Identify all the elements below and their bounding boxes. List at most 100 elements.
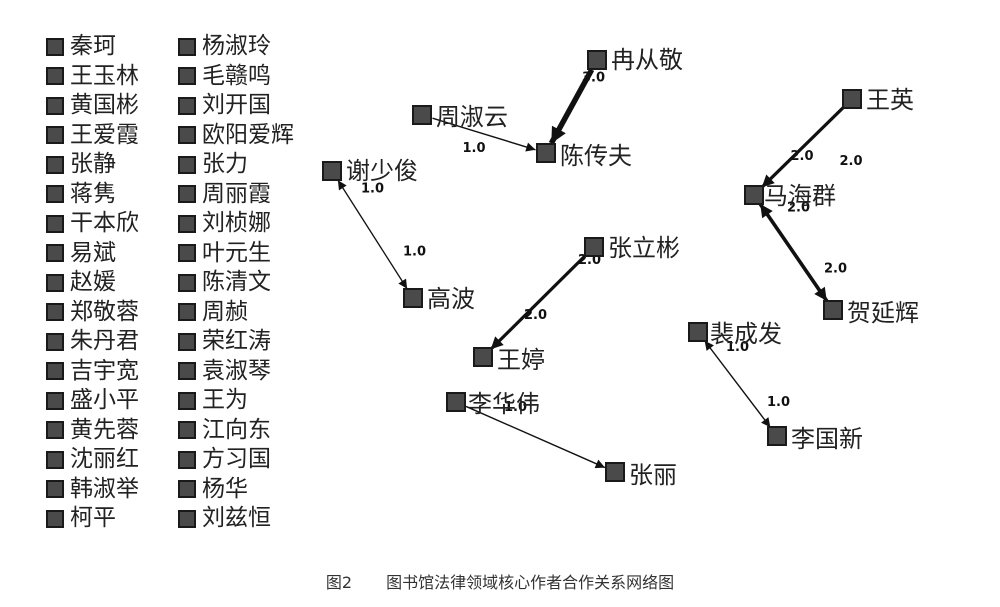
isolated-author-node: 江向东 (178, 416, 318, 446)
edge-ma-he: 2.02.0 (758, 201, 847, 302)
node-square-icon (403, 288, 423, 308)
author-node-chen: 陈传夫 (536, 142, 632, 170)
edge-ran-chen: 3.0 (548, 68, 605, 145)
edge-zhangli-wangting: 2.02.0 (489, 253, 601, 351)
node-square-icon (178, 155, 196, 174)
author-node-label: 裴成发 (710, 320, 782, 348)
node-square-icon (178, 391, 196, 410)
node-square-icon (178, 96, 196, 115)
author-node-label: 王英 (866, 86, 914, 114)
author-node-ligx: 李国新 (767, 425, 863, 453)
isolated-author-label: 袁淑琴 (202, 357, 271, 384)
arrowhead (551, 125, 566, 144)
isolated-author-node: 杨淑玲 (178, 32, 318, 62)
edge-li-zhangl2: 1.0 (465, 400, 606, 469)
edge-pei-ligx: 1.0 1.0 (704, 340, 790, 428)
edge-weight-label: 2.0 (524, 308, 547, 323)
author-node-label: 周淑云 (436, 103, 508, 131)
node-square-icon (178, 273, 196, 292)
isolated-author-label: 王为 (202, 387, 248, 414)
author-node-wangying: 王英 (842, 86, 914, 114)
isolated-author-label: 柯平 (70, 505, 116, 532)
isolated-author-node: 周赪 (178, 298, 318, 328)
author-node-zhangli: 张立彬 (584, 234, 680, 262)
node-square-icon (605, 462, 625, 482)
node-square-icon (178, 244, 196, 263)
node-square-icon (46, 214, 64, 233)
edge-line (337, 179, 408, 290)
node-square-icon (46, 391, 64, 410)
author-node-gao: 高波 (403, 285, 475, 313)
edge-weight-label: 2.0 (790, 149, 813, 164)
node-square-icon (446, 392, 466, 412)
edge-weight-label: 1.0 (403, 245, 426, 260)
node-square-icon (46, 185, 64, 204)
isolated-author-label: 刘兹恒 (202, 505, 271, 532)
author-node-label: 李国新 (791, 425, 863, 453)
isolated-author-node: 毛赣鸣 (178, 62, 318, 92)
isolated-author-label: 郑敬蓉 (70, 298, 139, 325)
isolated-author-node: 易斌 (46, 239, 186, 269)
isolated-author-label: 黄国彬 (70, 92, 139, 119)
arrowhead (525, 142, 536, 152)
isolated-author-node: 刘兹恒 (178, 504, 318, 534)
author-node-label: 冉从敬 (611, 46, 683, 74)
isolated-author-node: 柯平 (46, 504, 186, 534)
isolated-author-node: 叶元生 (178, 239, 318, 269)
isolated-author-label: 吉宇宽 (70, 357, 139, 384)
isolated-author-node: 王爱霞 (46, 121, 186, 151)
isolated-author-label: 蒋隽 (70, 180, 116, 207)
isolated-author-label: 干本欣 (70, 210, 139, 237)
author-node-label: 张立彬 (608, 234, 680, 262)
author-node-label: 贺延辉 (847, 299, 919, 327)
isolated-author-node: 赵媛 (46, 268, 186, 298)
author-node-label: 李华伟 (468, 390, 540, 418)
node-square-icon (46, 155, 64, 174)
edge-weight-label: 1.0 (767, 395, 790, 410)
edge-line (465, 405, 606, 469)
isolated-author-label: 王爱霞 (70, 121, 139, 148)
isolated-author-label: 张静 (70, 151, 116, 178)
node-square-icon (46, 303, 64, 322)
isolated-author-node: 刘桢娜 (178, 209, 318, 239)
node-square-icon (842, 89, 862, 109)
isolated-author-node: 袁淑琴 (178, 357, 318, 387)
isolated-author-label: 朱丹君 (70, 328, 139, 355)
node-square-icon (536, 143, 556, 163)
isolated-author-label: 荣红涛 (202, 328, 271, 355)
node-square-icon (473, 347, 493, 367)
edge-xie-gao: 1.01.0 (337, 179, 426, 290)
isolated-author-node: 张静 (46, 150, 186, 180)
node-square-icon (178, 214, 196, 233)
isolated-author-node: 吉宇宽 (46, 357, 186, 387)
arrowhead (337, 180, 347, 191)
arrowhead (398, 278, 408, 289)
node-square-icon (178, 509, 196, 528)
node-square-icon (178, 450, 196, 469)
isolated-author-node: 欧阳爱辉 (178, 121, 318, 151)
edge-line (758, 203, 829, 302)
isolated-author-node: 蒋隽 (46, 180, 186, 210)
isolated-author-label: 赵媛 (70, 269, 116, 296)
isolated-author-node: 秦珂 (46, 32, 186, 62)
isolated-author-node: 王玉林 (46, 62, 186, 92)
isolated-author-label: 杨华 (202, 475, 248, 502)
node-square-icon (322, 161, 342, 181)
edge-line (432, 117, 536, 151)
node-square-icon (178, 480, 196, 499)
arrowhead (761, 417, 771, 428)
author-node-he: 贺延辉 (823, 299, 919, 327)
arrowhead (814, 286, 827, 301)
edge-line (760, 105, 846, 189)
isolated-author-label: 秦珂 (70, 33, 116, 60)
author-node-label: 张丽 (629, 461, 677, 489)
node-square-icon (46, 67, 64, 86)
edge-weight-label: 1.0 (726, 340, 749, 355)
node-square-icon (584, 237, 604, 257)
arrowhead (490, 336, 504, 350)
isolated-author-node: 朱丹君 (46, 327, 186, 357)
node-square-icon (744, 185, 764, 205)
